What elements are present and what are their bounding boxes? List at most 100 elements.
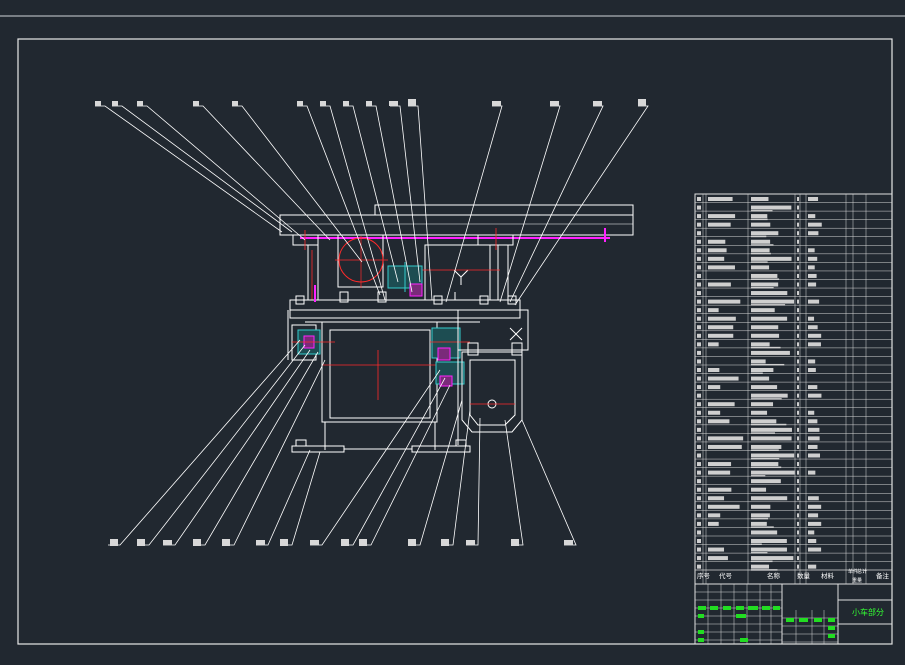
leader-line [320,105,386,301]
table-cell-text-block [797,273,799,278]
table-cell-text-block [797,231,799,236]
table-cell-text-block [797,299,799,304]
table-cell-text-block [751,359,766,364]
table-cell-text-block [697,427,701,432]
drum-frame [457,309,529,351]
table-cell-text-block [751,197,769,201]
table-cell-text-block [708,214,736,219]
table-cell-text-block [808,214,816,219]
drawing-title: 小车部分 [852,607,884,617]
title-cell-text-block [828,626,835,630]
table-cell-text-block [697,333,701,338]
table-cell-text-block [751,462,779,467]
table-cell-text-block [751,205,792,210]
table-cell-text-block [808,547,822,552]
table-cell-text-block [797,256,799,261]
table-cell-text-block [697,462,701,467]
table-cell-text-block [751,449,779,451]
balloon-marker [112,101,118,106]
table-cell-text-block [697,479,701,484]
header-code: 代号 [719,571,733,580]
main-girder [321,321,438,423]
table-cell-text-block [797,487,799,492]
table-cell-text-block [797,308,799,313]
drum-bolt [467,342,479,356]
table-cell-text-block [797,239,799,244]
table-cell-text-block [751,265,770,270]
top-bolt-right [477,234,514,246]
table-cell-text-block [808,256,818,261]
table-cell-text-block [797,214,799,219]
coupling-flange [409,283,423,297]
table-cell-text-block [751,423,787,426]
table-cell-text-block [697,453,701,458]
table-cell-text-block [751,308,775,313]
balloon-marker [466,540,475,545]
leader-line [441,409,471,546]
table-cell-text-block [751,398,782,400]
parts-table-frame [694,193,893,585]
header-qty: 数量 [797,571,811,580]
table-cell-text-block [808,496,819,501]
right-wheel-hub [437,347,451,361]
top-platform [279,214,634,236]
balloon-marker [550,101,559,106]
title-cell-text-block [698,630,704,634]
table-cell-text-block [808,436,820,441]
table-cell-text-block [751,376,770,381]
title-cell-text-block [698,638,704,642]
table-cell-text-block [751,560,773,563]
balloon-marker [137,101,143,106]
girder-inner [329,329,431,419]
hook-block [461,351,523,433]
title-block-frame [694,583,893,645]
balloon-marker [341,539,349,546]
table-cell-text-block [751,214,768,219]
leader-lines [95,105,649,546]
header-index: 序号 [697,571,711,580]
top-platform-step [280,204,634,230]
table-cell-text-block [797,556,799,561]
table-cell-text-block [797,479,799,484]
title-block: 小车部分 [694,583,893,645]
table-cell-text-block [697,282,701,287]
balloon-marker [359,539,367,546]
table-cell-text-block [751,239,771,244]
table-cell-text-block [797,462,799,467]
table-cell-text-block [751,248,770,253]
balloon-marker [638,99,646,106]
table-cell-text-block [697,368,701,372]
header-material: 材料 [821,571,835,580]
table-cell-text-block [697,444,701,449]
table-cell-text-block [808,444,818,449]
table-cell-text-block [808,282,817,287]
table-cell-text-block [751,402,774,407]
table-cell-text-block [708,282,731,287]
mid-frame-top [289,299,521,311]
leader-line [509,105,604,303]
balloon-marker [95,101,101,106]
table-cell-text-block [808,427,820,432]
balloon-marker [564,540,573,545]
balloon-marker [408,539,416,546]
mid-frame-bottom [289,309,521,319]
table-cell-text-block [708,299,741,304]
table-cell-text-block [751,513,770,518]
table-cell-text-block [751,235,767,238]
table-cell-text-block [751,291,788,296]
table-cell-text-block [797,530,799,535]
table-cell-text-block [751,517,769,520]
table-cell-text-block [697,496,701,501]
table-cell-text-block [708,333,734,338]
leader-line [193,351,319,546]
table-cell-text-block [808,521,822,526]
table-cell-text-block [751,231,779,236]
table-cell-text-block [808,333,822,338]
table-cell-text-block [697,556,701,561]
table-cell-text-block [751,256,792,261]
table-cell-text-block [708,556,728,561]
title-cell-text-block [762,606,770,610]
table-cell-text-block [751,410,768,415]
header-name: 名称 [767,571,781,580]
